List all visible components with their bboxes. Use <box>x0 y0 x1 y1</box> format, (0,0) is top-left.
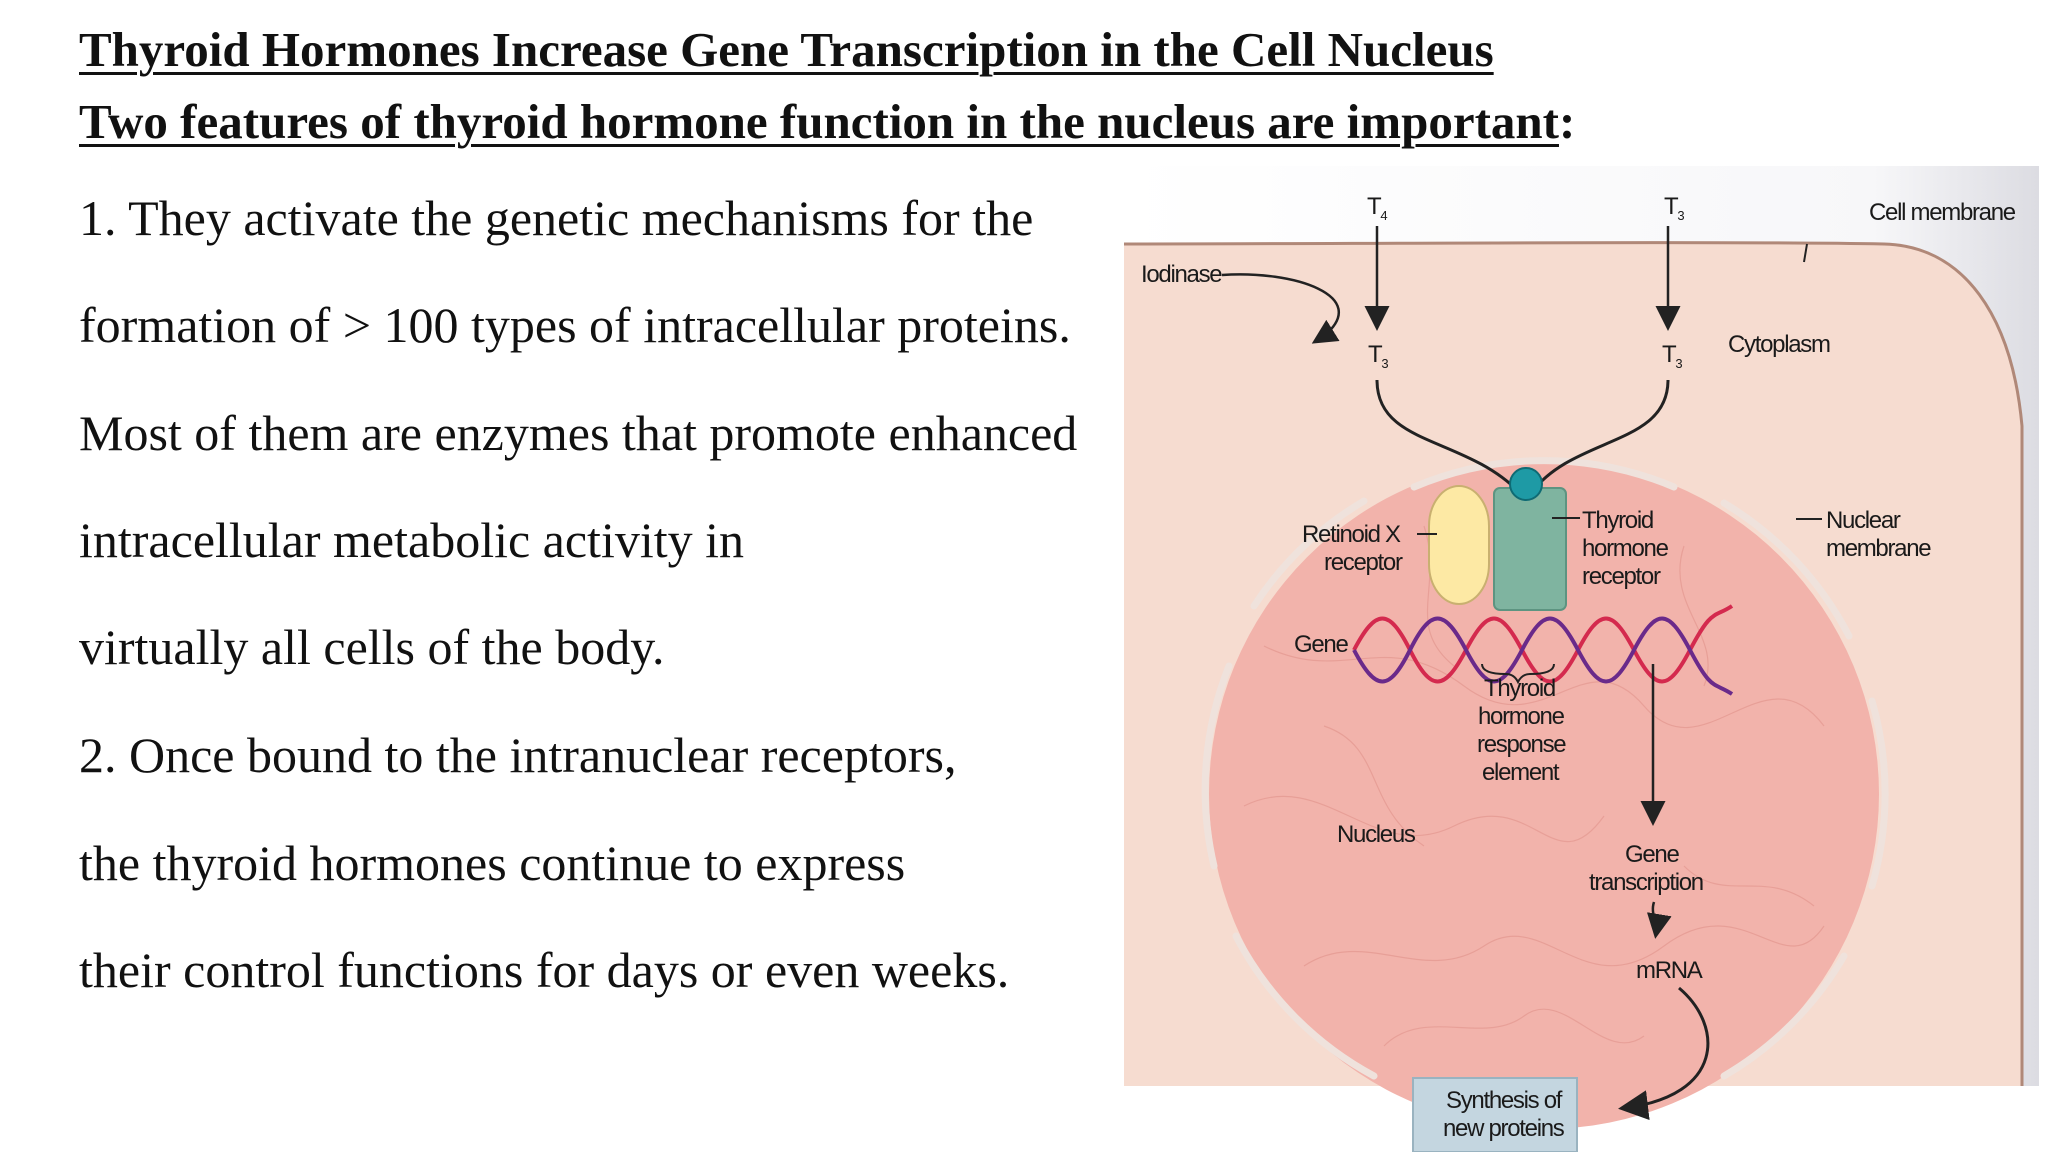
body-line-6: 2. Once bound to the intranuclear recept… <box>79 727 957 783</box>
body-line-3: Most of them are enzymes that promote en… <box>79 405 1078 461</box>
iodinase-label: Iodinase <box>1141 261 1222 288</box>
gene-label: Gene <box>1294 631 1348 658</box>
mrna-label: mRNA <box>1636 957 1703 984</box>
gene-transcription-label-line2: transcription <box>1589 869 1703 896</box>
cell-membrane-label: Cell membrane <box>1869 199 2016 226</box>
retinoid-x-receptor <box>1428 485 1490 605</box>
thyroid-hormone-receptor <box>1493 487 1567 611</box>
nuclear-membrane-label-line2: membrane <box>1826 535 1931 562</box>
thr-label-line1: Thyroid <box>1582 507 1653 534</box>
t3-right-path <box>1530 379 1670 493</box>
t3-left-label: T3 <box>1368 341 1388 371</box>
body-line-1: 1. They activate the genetic mechanisms … <box>79 190 1034 246</box>
nuclear-membrane-label-line1: Nuclear <box>1826 507 1901 534</box>
cell-membrane-pointer <box>1803 243 1808 263</box>
subtitle-colon: : <box>1558 94 1576 149</box>
rxr-label-line1: Retinoid X <box>1302 521 1401 548</box>
gene-transcription-label-line1: Gene <box>1625 841 1679 868</box>
tre-label-line4: element <box>1482 759 1560 786</box>
thr-label-line3: receptor <box>1582 563 1661 590</box>
page-subtitle: Two features of thyroid hormone function… <box>79 92 1575 152</box>
t3-bound-hormone <box>1509 467 1543 501</box>
cytoplasm-label: Cytoplasm <box>1728 331 1830 358</box>
dna-gene <box>1352 604 1734 696</box>
page-title: Thyroid Hormones Increase Gene Transcrip… <box>79 22 1494 77</box>
synthesis-label-line1: Synthesis of <box>1446 1087 1563 1114</box>
t3-right-label: T3 <box>1662 341 1682 371</box>
tre-label-line1: Thyroid <box>1484 675 1555 702</box>
nucleus-body <box>1209 459 1879 1129</box>
synthesis-label-line2: new proteins <box>1443 1115 1565 1142</box>
t4-label: T4 <box>1367 193 1387 223</box>
body-line-2: formation of > 100 types of intracellula… <box>79 297 1071 353</box>
nuclear-membrane-line <box>1201 457 1889 1080</box>
cell-membrane-line <box>1124 241 2024 1086</box>
synthesis-box <box>1412 1077 1578 1152</box>
synthesis-arrow <box>1618 986 1710 1121</box>
body-line-4: intracellular metabolic activity in <box>79 512 745 568</box>
thyroid-hormone-diagram: T4 T3 Cell membrane Iodinase T3 T3 Cytop… <box>1124 166 2039 1152</box>
body-line-8: their control functions for days or even… <box>79 942 1010 998</box>
nucleus-label: Nucleus <box>1337 821 1416 848</box>
subtitle-text: Two features of thyroid hormone function… <box>79 94 1559 149</box>
rxr-label-line2: receptor <box>1324 549 1403 576</box>
mrna-arrow <box>1646 901 1672 939</box>
t3-left-path <box>1375 379 1521 494</box>
iodinase-arrow <box>1221 273 1340 344</box>
t3-top-label: T3 <box>1664 193 1684 223</box>
body-line-5: virtually all cells of the body. <box>79 619 665 675</box>
tre-label-line3: response <box>1477 731 1566 758</box>
response-element-brace <box>1481 663 1555 685</box>
body-line-7: the thyroid hormones continue to express <box>79 835 906 891</box>
thr-label-line2: hormone <box>1582 535 1669 562</box>
tre-label-line2: hormone <box>1478 703 1565 730</box>
